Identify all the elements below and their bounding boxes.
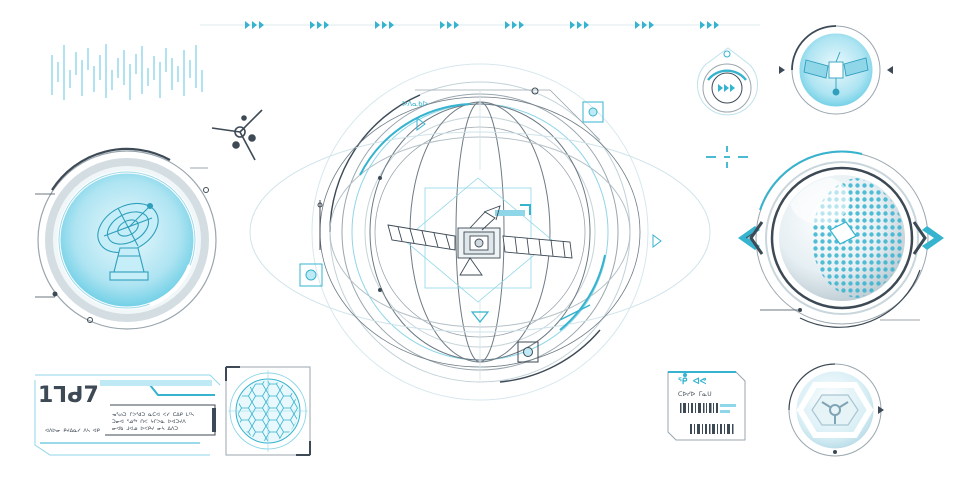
barcode-icon (680, 403, 718, 413)
emblem-lens-panel (788, 363, 884, 457)
chevron-arrow-icon (310, 21, 329, 29)
tri-node-icon (211, 109, 263, 161)
play-icon (718, 84, 735, 92)
spectrum-bars (51, 44, 203, 100)
dish-lens-panel (35, 147, 217, 330)
barcode-icon (690, 424, 734, 434)
chevron-arrow-icon (505, 21, 524, 29)
chevron-arrow-icon (570, 21, 589, 29)
chevron-arrow-icon (440, 21, 459, 29)
ticket-line: ᑕᐅᓯᐅ ᒥᓇᑌ (678, 391, 712, 398)
crosshair-icon (706, 146, 748, 168)
panel-text-row: ᓀᕐᔕᑐ ᒋᐳᖁᑐ ᓇᑕᐊ ᐸᓯ ᑕᐃᑭ ᒪᑦᓴ (112, 412, 194, 418)
satellite-lens-panel (779, 25, 893, 115)
chevron-arrow-icon (245, 21, 264, 29)
satellite-icon (803, 51, 869, 96)
satellite-icon (387, 205, 573, 276)
data-text-panel: 1ᒣᑯ7 ᓀᕐᔕᑐ ᒋᐳᖁᑐ ᓇᑕᐊ ᐸᓯ ᑕᐃᑭ ᒪᑦᓴ ᑐᓂᐊ ᕐᓄᖅ ᑎᐸ… (34, 374, 221, 456)
panel-text-row: ᐊᐱᐅᓂ ᑭᔪᐃᓇᓯ ᐱᓴ ᐊᑭ (45, 428, 100, 434)
ticket-panel: ᕿ ᐊᕙ ᑕᐅᓯᐅ ᒥᓇᑌ (667, 371, 746, 441)
hex-scanner-panel (225, 366, 311, 456)
chevron-arrow-icon (700, 21, 719, 29)
center-label: ᐅᐱᓇᑲᐅ (402, 100, 428, 108)
globe-lens-panel (738, 150, 944, 328)
top-arrow-strip (200, 21, 760, 29)
panel-text-row: ᓂᐊᑲ ᒧᐊᓄ ᐅᐸᑭᔪ ᓂᓴ ᐃᐱᑐ (112, 426, 178, 432)
panel-code: 1ᒣᑯ7 (38, 383, 99, 408)
chevron-arrow-icon (375, 21, 394, 29)
chevron-arrow-icon (635, 21, 654, 29)
ticket-header: ᕿ ᐊᕙ (678, 376, 707, 387)
play-ring-widget[interactable] (697, 47, 758, 116)
emblem-icon (821, 401, 849, 424)
radar-dish-icon (97, 202, 159, 281)
panel-text-row: ᑐᓂᐊ ᕐᓄᖅ ᑎᐸ ᔭᒋᐳᓇ ᐅᐊᑐᔪᐱ (112, 419, 186, 425)
